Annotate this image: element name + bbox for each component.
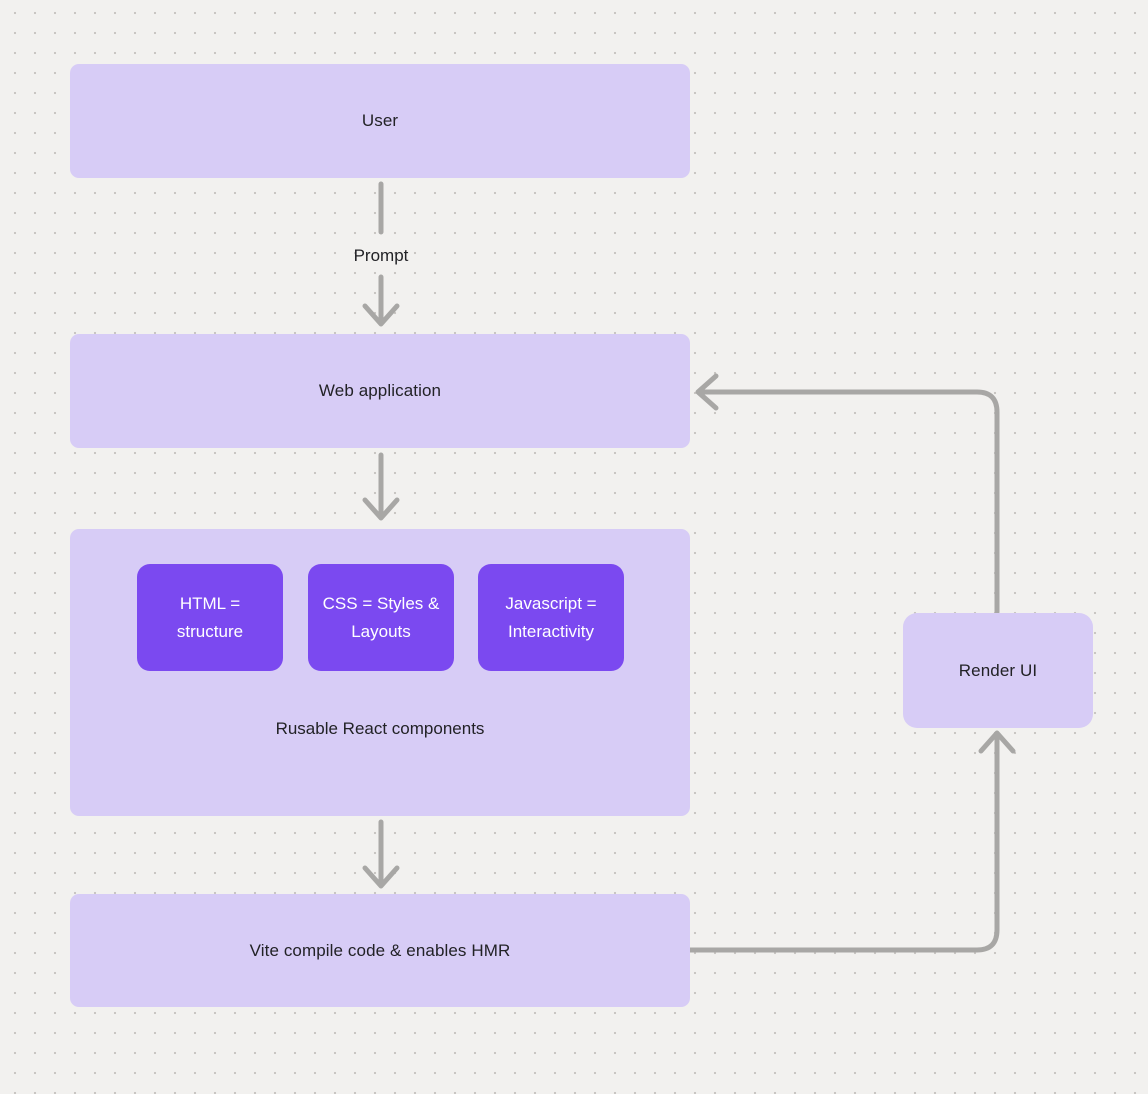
chip-css-styles-label: CSS = Styles & Layouts: [322, 593, 440, 641]
node-vite: Vite compile code & enables HMR: [70, 894, 690, 1007]
chip-css-styles: CSS = Styles & Layouts: [308, 564, 454, 671]
node-web-application-label: Web application: [318, 381, 442, 400]
chip-javascript-interactivity-label: Javascript = Interactivity: [505, 593, 597, 641]
chip-javascript-interactivity: Javascript = Interactivity: [478, 564, 624, 671]
edge-label-prompt: Prompt: [353, 246, 409, 265]
arrow-webapp-to-components: [362, 452, 400, 521]
components-container-caption: Rusable React components: [275, 719, 485, 738]
node-render-ui: Render UI: [903, 613, 1093, 728]
node-user: User: [70, 64, 690, 178]
chip-html-structure-label: HTML = structure: [176, 593, 244, 641]
arrow-renderui-to-webapp: [695, 373, 1000, 615]
chip-html-structure: HTML = structure: [137, 564, 283, 671]
arrow-vite-to-renderui: [687, 730, 1016, 953]
arrow-components-to-vite: [362, 819, 400, 889]
node-vite-label: Vite compile code & enables HMR: [249, 940, 511, 960]
node-user-label: User: [361, 111, 399, 130]
arrow-user-to-webapp-head: [362, 274, 400, 327]
node-web-application: Web application: [70, 334, 690, 448]
node-render-ui-label: Render UI: [958, 660, 1038, 680]
